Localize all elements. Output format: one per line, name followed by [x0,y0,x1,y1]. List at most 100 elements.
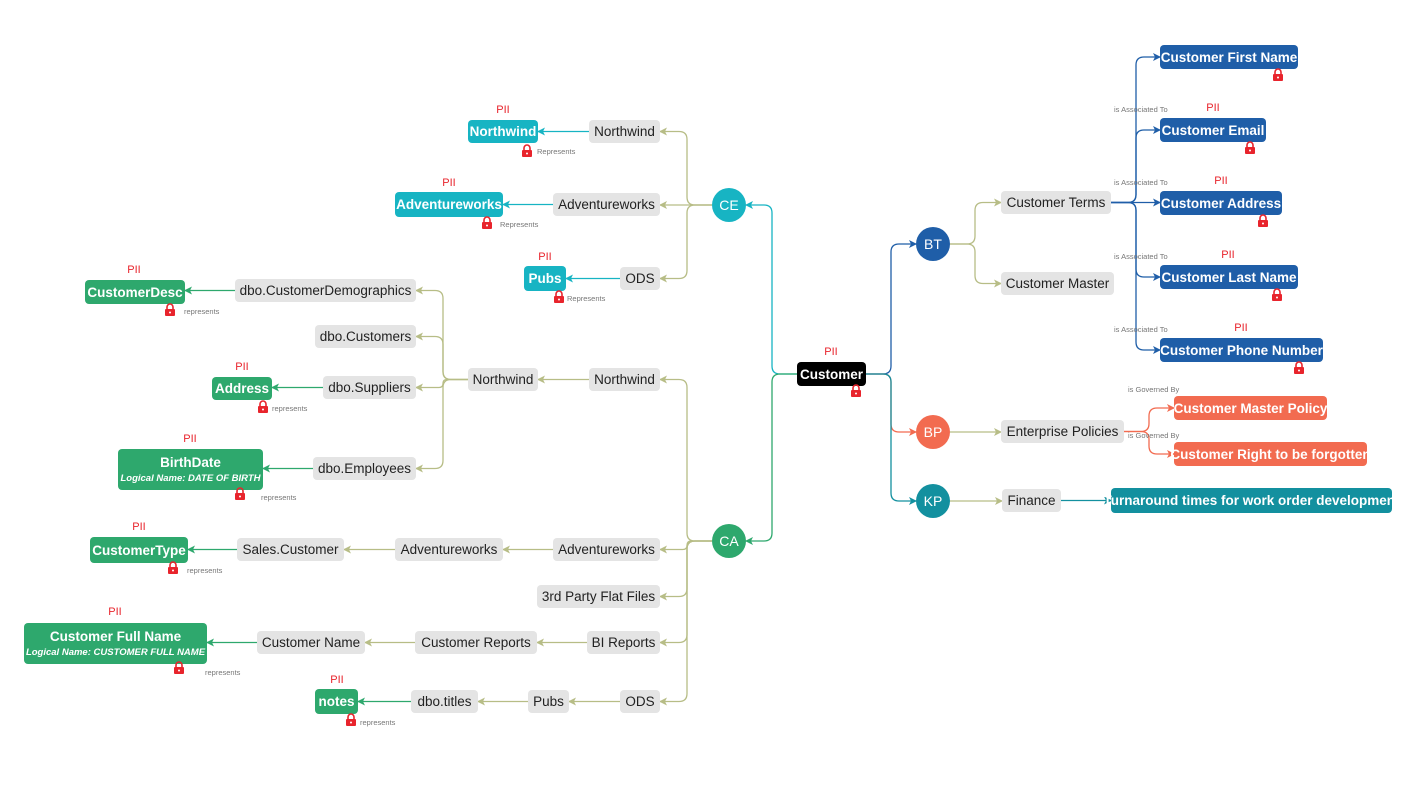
edge-ct-b2 [1111,126,1161,204]
relation-label: Represents [500,220,539,229]
node-customer-address[interactable]: Customer Address [1160,191,1282,215]
pii-tag: PII [496,104,510,116]
pii-tag: PII [183,433,197,445]
edge-nw2-t4 [415,378,468,473]
node-customer-master[interactable]: Customer Master [1001,272,1114,295]
node-dbo-employees[interactable]: dbo.Employees [313,457,416,480]
relation-label: Represents [537,147,576,156]
lock-icon [167,561,179,574]
hub-bp[interactable]: BP [916,415,950,449]
edge-ce-ce1 [659,127,712,206]
node-finance[interactable]: Finance [1002,489,1061,512]
node-customer[interactable]: Customer [797,362,866,386]
edge-bt-ct [950,198,1002,245]
node-customer-email[interactable]: Customer Email [1160,118,1266,142]
node-customer-phone-number[interactable]: Customer Phone Number [1160,338,1323,362]
node-pubs-system[interactable]: Pubs [524,266,566,291]
node-turnaround-times[interactable]: Turnaround times for work order developm… [1103,488,1400,513]
node-dbo-titles[interactable]: dbo.titles [411,690,478,713]
edge-ct-b5 [1111,201,1161,354]
pii-tag: PII [1221,249,1235,261]
node-ce-northwind[interactable]: Northwind [589,120,660,143]
node-customer-name[interactable]: Customer Name [257,631,365,654]
hub-kp[interactable]: KP [916,484,950,518]
relation-label: represents [360,718,396,727]
lock-icon [1293,361,1305,374]
edge-ca-ca5 [659,540,712,706]
hub-ca[interactable]: CA [712,524,746,558]
relation-label: represents [272,404,308,413]
node-ce-ods[interactable]: ODS [620,267,660,290]
edge-cust-ce [745,201,797,375]
node-bi-reports[interactable]: BI Reports [587,631,660,654]
node-ca-northwind[interactable]: Northwind [589,368,660,391]
relation-label: is Associated To [1114,252,1168,261]
pii-tag: PII [108,606,122,618]
edge-nw2-t2 [415,332,468,381]
node-adventureworks-system[interactable]: Adventureworks [395,192,503,217]
lock-icon [234,487,246,500]
node-3rd-party-flat-files[interactable]: 3rd Party Flat Files [537,585,660,608]
node-notes[interactable]: notes [315,689,358,714]
lock-icon [481,216,493,229]
node-address[interactable]: Address [212,377,272,400]
node-northwind-db[interactable]: Northwind [468,368,538,391]
lock-icon [173,661,185,674]
edge-cust-kp [866,373,917,505]
node-birthdate[interactable]: BirthDate Logical Name: DATE OF BIRTH [118,449,263,490]
lock-icon [1244,141,1256,154]
node-ca-adventureworks[interactable]: Adventureworks [553,538,660,561]
edge-ep-o1 [1124,404,1175,433]
relation-label: is Associated To [1114,178,1168,187]
node-customer-reports[interactable]: Customer Reports [415,631,537,654]
node-title: Customer Full Name [49,629,182,644]
relation-label: represents [184,307,220,316]
lock-icon [345,713,357,726]
node-customer-first-name[interactable]: Customer First Name [1160,45,1298,69]
pii-tag: PII [442,177,456,189]
hub-bt[interactable]: BT [916,227,950,261]
pii-tag: PII [1214,175,1228,187]
edge-cust-bt [866,240,917,375]
relation-label: represents [205,668,241,677]
node-dbo-suppliers[interactable]: dbo.Suppliers [323,376,416,399]
edge-bt-cm [950,243,1002,288]
lock-icon [1257,214,1269,227]
edge-ca-ca2 [659,540,712,554]
node-customer-terms[interactable]: Customer Terms [1001,191,1111,214]
pii-tag: PII [127,264,141,276]
node-ca-ods[interactable]: ODS [620,690,660,713]
edge-nw2-t3 [415,378,468,392]
node-customerdesc[interactable]: CustomerDesc [85,280,185,304]
edge-ce-ce3 [659,204,712,283]
pii-tag: PII [538,251,552,263]
edge-ep-o2 [1124,430,1175,458]
lock-icon [1272,68,1284,81]
edge-ca-ca1 [659,375,712,542]
node-ce-adventureworks[interactable]: Adventureworks [553,193,660,216]
node-northwind-system[interactable]: Northwind [468,120,538,143]
node-customer-master-policy[interactable]: Customer Master Policy [1174,396,1327,420]
logical-name: Logical Name: CUSTOMER FULL NAME [25,647,206,658]
relation-label: is Governed By [1128,431,1180,440]
edge-cust-ca [745,373,797,545]
node-adventureworks-db[interactable]: Adventureworks [395,538,503,561]
node-customertype[interactable]: CustomerType [90,537,188,563]
node-title: BirthDate [160,455,221,470]
pii-tag: PII [330,674,344,686]
node-sales-customer[interactable]: Sales.Customer [237,538,344,561]
node-customer-right-to-be-forgotten[interactable]: Customer Right to be forgotten [1170,442,1371,466]
node-dbo-customers[interactable]: dbo.Customers [315,325,416,348]
node-enterprise-policies[interactable]: Enterprise Policies [1001,420,1124,443]
node-customer-full-name[interactable]: Customer Full Name Logical Name: CUSTOME… [24,623,207,664]
hub-ce[interactable]: CE [712,188,746,222]
node-pubs-db[interactable]: Pubs [528,690,569,713]
node-dbo-customerdemographics[interactable]: dbo.CustomerDemographics [235,279,416,302]
node-customer-last-name[interactable]: Customer Last Name [1160,265,1298,289]
pii-tag: PII [1206,102,1220,114]
relation-label: represents [187,566,223,575]
lock-icon [553,290,565,303]
relation-label: is Governed By [1128,385,1180,394]
pii-tag: PII [235,361,249,373]
